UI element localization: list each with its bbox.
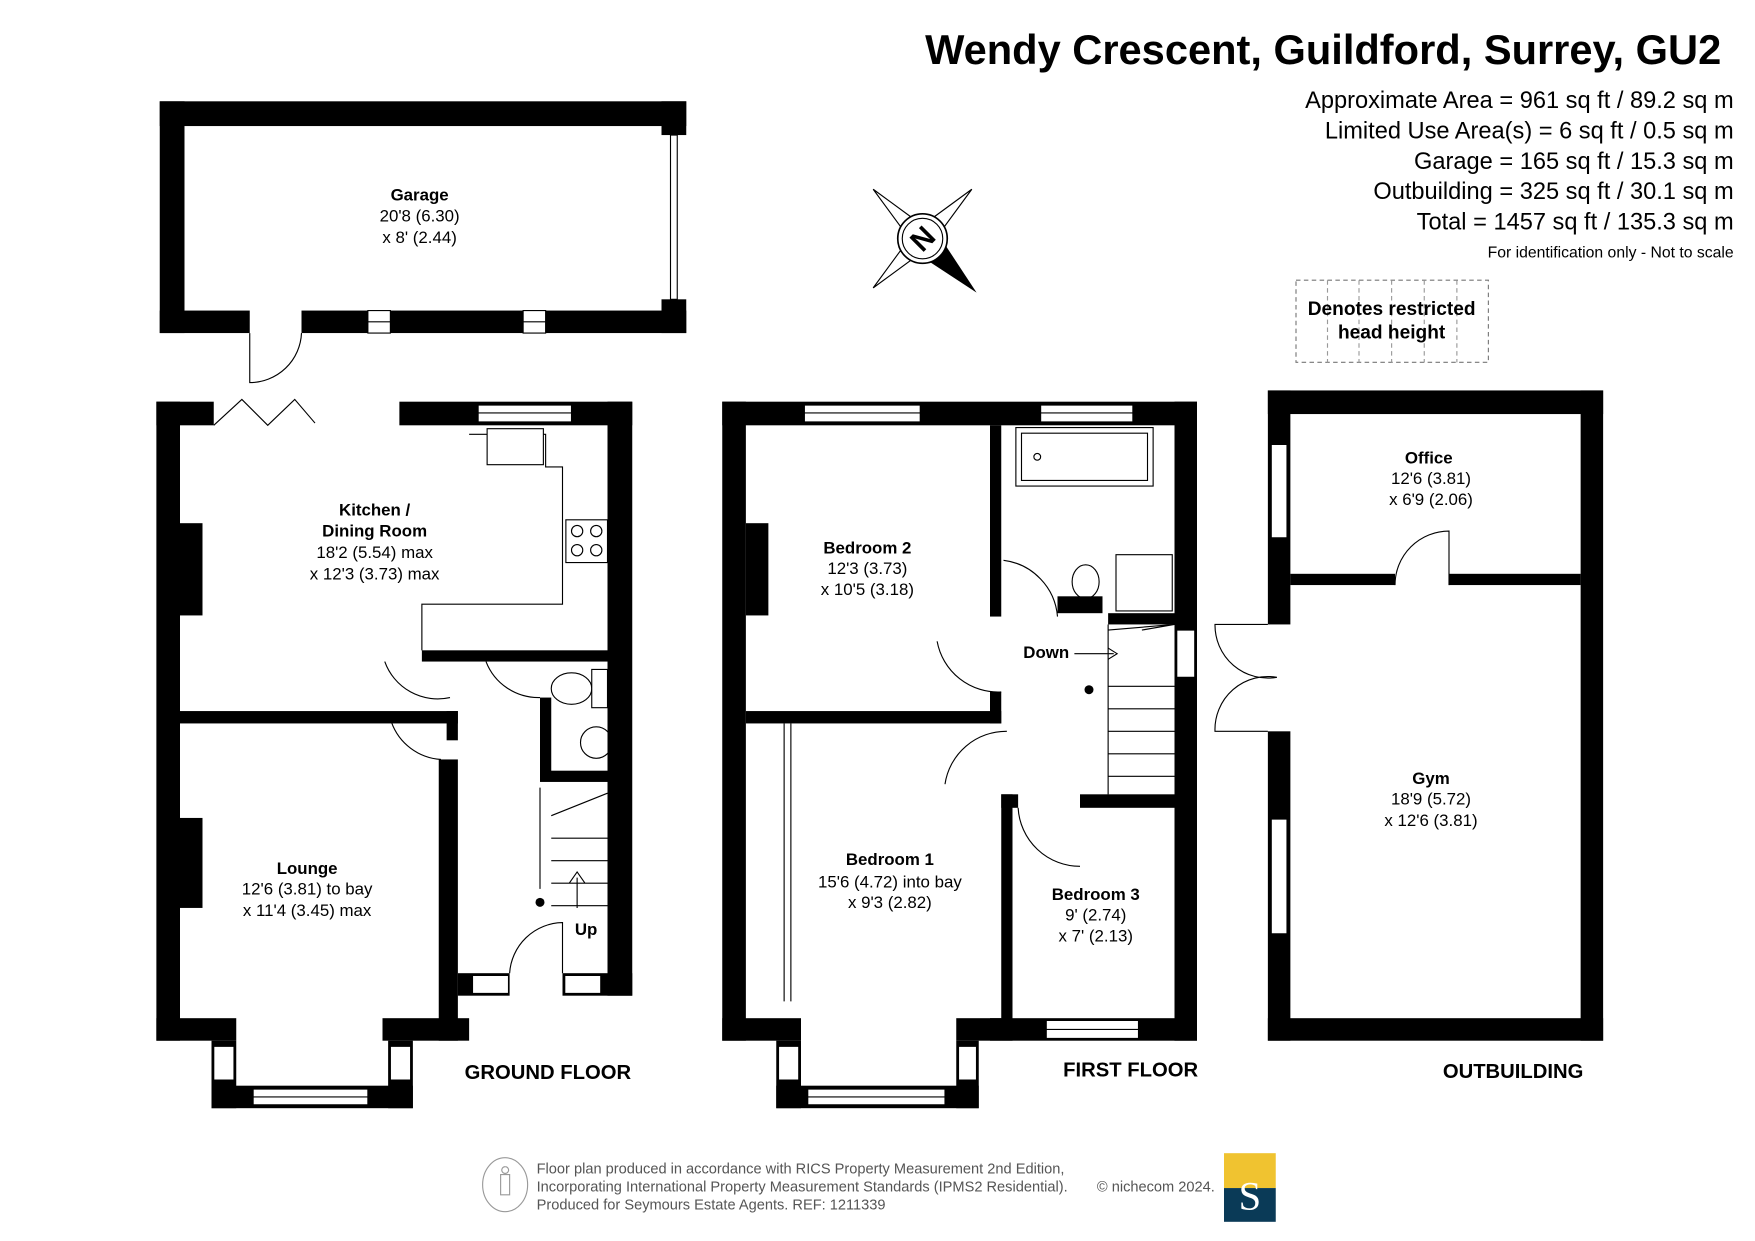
room-dimensions: 9' (2.74) <box>1065 905 1126 924</box>
stairs-label: Down <box>1023 643 1069 662</box>
room-dimensions: x 7' (2.13) <box>1059 927 1133 946</box>
room-name: Kitchen / <box>339 500 411 519</box>
logo-letter: S <box>1239 1173 1262 1218</box>
room-name: Bedroom 3 <box>1052 885 1140 904</box>
compass-icon: N <box>872 188 977 293</box>
garage: Garage 20'8 (6.30) x 8' (2.44) <box>159 101 687 384</box>
footer: Floor plan produced in accordance with R… <box>482 1153 1276 1222</box>
room-dimensions: x 12'3 (3.73) max <box>310 564 440 583</box>
room-dimensions: 18'9 (5.72) <box>1391 789 1471 808</box>
first-floor-plan: Bedroom 2 12'3 (3.73) x 10'5 (3.18) Bedr… <box>722 401 1198 1109</box>
footer-text: Produced for Seymours Estate Agents. REF… <box>537 1197 886 1213</box>
room-dimensions: 12'3 (3.73) <box>827 559 907 578</box>
scale-note: For identification only - Not to scale <box>1488 245 1734 262</box>
floor-label: OUTBUILDING <box>1443 1061 1584 1083</box>
room-name: Lounge <box>277 859 338 878</box>
floor-label: FIRST FLOOR <box>1063 1060 1198 1082</box>
seymours-logo: S <box>1224 1153 1276 1222</box>
room-dimensions: 12'6 (3.81) <box>1391 469 1471 488</box>
area-line: Total = 1457 sq ft / 135.3 sq m <box>1417 210 1734 236</box>
room-name: Garage <box>391 185 449 204</box>
room-dimensions: x 11'4 (3.45) max <box>243 901 372 920</box>
room-name: Office <box>1405 449 1453 468</box>
footer-text: Floor plan produced in accordance with R… <box>537 1161 1065 1177</box>
property-title: Wendy Crescent, Guildford, Surrey, GU2 <box>925 26 1721 73</box>
area-summary: Approximate Area = 961 sq ft / 89.2 sq m… <box>1305 88 1734 262</box>
room-dimensions: 20'8 (6.30) <box>380 207 460 226</box>
room-dimensions: x 9'3 (2.82) <box>848 893 932 912</box>
room-name: Bedroom 2 <box>823 539 911 558</box>
floor-label: GROUND FLOOR <box>465 1062 632 1084</box>
room-name: Dining Room <box>322 522 427 541</box>
footer-text: Incorporating International Property Mea… <box>537 1179 1068 1195</box>
legend-text: head height <box>1338 323 1446 344</box>
room-dimensions: x 6'9 (2.06) <box>1389 490 1473 509</box>
room-dimensions: 12'6 (3.81) to bay <box>242 879 373 898</box>
ground-floor-plan: Kitchen / Dining Room 18'2 (5.54) max x … <box>156 398 633 1109</box>
legend-text: Denotes restricted <box>1308 299 1476 320</box>
copyright: © nichecom 2024. <box>1097 1179 1215 1195</box>
area-line: Garage = 165 sq ft / 15.3 sq m <box>1414 149 1734 175</box>
person-icon <box>482 1157 529 1213</box>
area-line: Outbuilding = 325 sq ft / 30.1 sq m <box>1373 179 1733 205</box>
area-line: Limited Use Area(s) = 6 sq ft / 0.5 sq m <box>1325 118 1734 144</box>
outbuilding-plan: Office 12'6 (3.81) x 6'9 (2.06) Gym 18'9… <box>1214 390 1604 1083</box>
room-name: Bedroom 1 <box>846 850 934 869</box>
room-dimensions: 15'6 (4.72) into bay <box>818 873 962 892</box>
room-dimensions: 18'2 (5.54) max <box>316 543 433 562</box>
room-dimensions: x 12'6 (3.81) <box>1384 811 1477 830</box>
restricted-height-legend: Denotes restricted head height <box>1295 279 1489 363</box>
room-dimensions: x 10'5 (3.18) <box>821 580 914 599</box>
stairs-label: Up <box>575 920 597 939</box>
room-dimensions: x 8' (2.44) <box>382 228 456 247</box>
area-line: Approximate Area = 961 sq ft / 89.2 sq m <box>1305 88 1734 114</box>
room-name: Gym <box>1412 769 1449 788</box>
